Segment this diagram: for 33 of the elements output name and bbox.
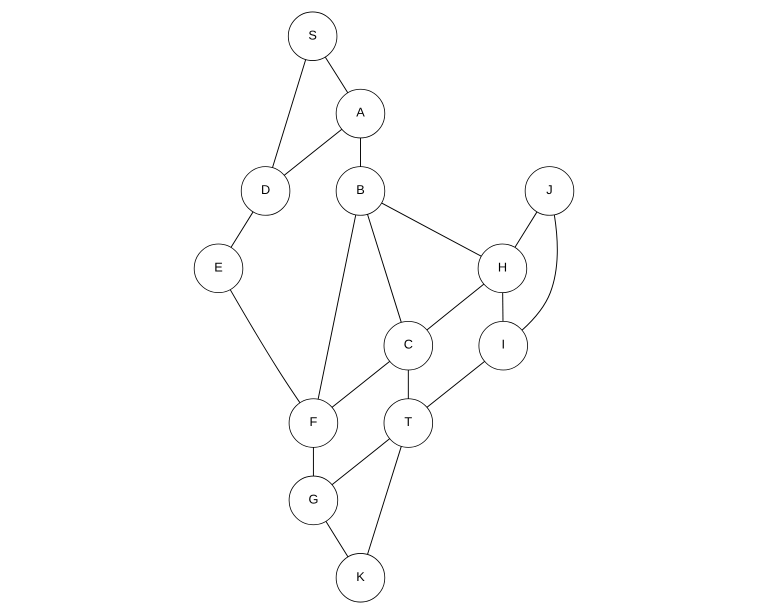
connector xyxy=(522,214,558,331)
connector xyxy=(284,128,342,176)
connector xyxy=(367,446,402,555)
connector xyxy=(272,59,306,168)
connector xyxy=(426,284,484,330)
node-circle: A xyxy=(336,88,386,138)
connector xyxy=(318,214,356,400)
node-circle: G xyxy=(288,476,338,526)
connector xyxy=(332,360,390,408)
connector xyxy=(367,214,402,323)
connector xyxy=(312,446,314,477)
connector xyxy=(230,212,254,248)
node-circle: H xyxy=(478,244,528,294)
connector xyxy=(326,521,348,558)
node-circle: S xyxy=(288,12,338,61)
node-circle: D xyxy=(240,166,290,216)
connector xyxy=(426,360,485,408)
node-circle: J xyxy=(524,166,574,216)
node-circle: E xyxy=(194,244,244,294)
connector xyxy=(332,438,390,486)
connector xyxy=(324,56,348,94)
connector xyxy=(502,292,504,322)
connector xyxy=(360,137,361,168)
connector xyxy=(514,212,538,248)
node-circle: F xyxy=(288,398,338,448)
connector xyxy=(381,202,482,257)
node-circle: B xyxy=(336,166,386,216)
connector xyxy=(408,370,409,400)
node-circle: T xyxy=(384,398,434,448)
connector xyxy=(230,289,300,404)
node-circle: K xyxy=(336,553,386,602)
node-circle: I xyxy=(478,320,528,370)
node-circle: C xyxy=(384,320,434,370)
